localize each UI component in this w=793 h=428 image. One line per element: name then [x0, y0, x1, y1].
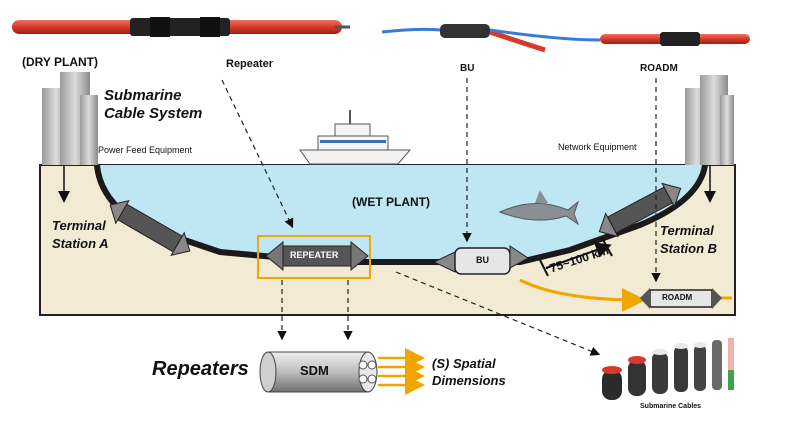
repeaters-big-label: Repeaters: [152, 358, 249, 380]
repeater-photo: [12, 17, 350, 37]
repeater-top-label: Repeater: [226, 58, 274, 70]
roadm-box-label: ROADM: [662, 293, 693, 302]
submarine-cables-image: [602, 338, 734, 400]
repeater-box-label: REPEATER: [290, 250, 339, 260]
network-equipment-label: Network Equipment: [558, 142, 637, 152]
terminal-building-b: [685, 75, 734, 203]
roadm-top-label: ROADM: [640, 63, 678, 74]
bu-top-label: BU: [460, 63, 475, 74]
pointer-lines: [221, 78, 661, 356]
bu-unit: [432, 245, 529, 275]
submarine-cables-label: Submarine Cables: [640, 403, 702, 410]
branch-cable: [519, 278, 646, 312]
wet-plant-label: (WET PLANT): [352, 195, 430, 209]
bu-box-label: BU: [476, 255, 489, 265]
terminal-station-a-label: Terminal Station A: [52, 218, 109, 251]
sdm-cylinder: [259, 351, 378, 393]
repeater-left: [109, 199, 191, 257]
spatial-dimensions-label: (S) Spatial Dimensions: [432, 356, 506, 388]
shark-image: [498, 190, 580, 226]
bu-photo: [381, 24, 750, 53]
ship-image: [299, 110, 412, 165]
sdm-label: SDM: [300, 363, 329, 378]
repeater-highlight-box: [257, 235, 371, 279]
terminal-building-a: [42, 72, 98, 203]
roadm-unit: [640, 288, 722, 309]
repeater-center: [265, 240, 369, 272]
dry-plant-label: (DRY PLANT): [22, 55, 98, 69]
power-feed-label: Power Feed Equipment: [98, 145, 193, 155]
terminal-station-b-label: Terminal Station B: [660, 223, 718, 256]
water: [95, 165, 705, 262]
submarine-cable-system-label: Submarine Cable System: [104, 87, 203, 122]
spatial-arrows: [378, 348, 425, 395]
distance-marker: [539, 237, 613, 277]
